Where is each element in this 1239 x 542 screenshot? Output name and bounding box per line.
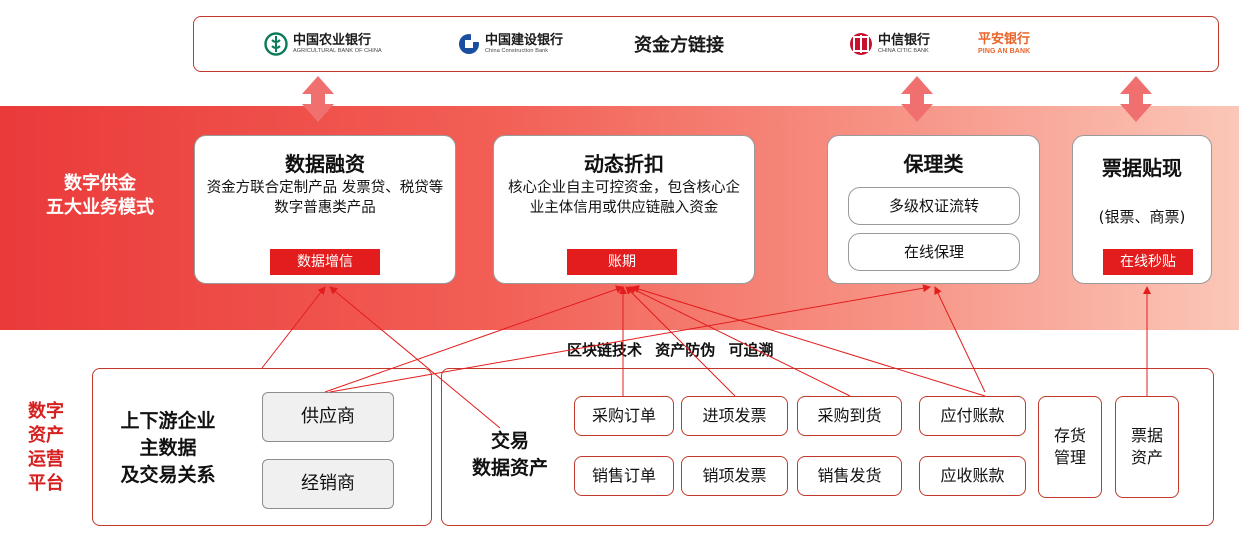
bank-name: 平安银行 [978, 32, 1031, 47]
bank-name: 中信银行 [878, 32, 931, 48]
mode-tag: 数据增信 [270, 249, 380, 275]
mode-description: 核心企业自主可控资金，包含核心企业主体信用或供应链融入资金 [508, 180, 740, 216]
mode-dynamic-discount: 动态折扣 核心企业自主可控资金，包含核心企业主体信用或供应链融入资金 账期 [493, 135, 755, 284]
trade-assets-title-line: 数据资产 [471, 457, 548, 479]
mode-title: 票据贴现 [1102, 156, 1182, 180]
tech-label: 区块链技术 资产防伪 可追溯 [567, 341, 774, 359]
trade-assets-title-line: 交易 [490, 430, 529, 452]
master-data-title: 上下游企业 主数据 及交易关系 [98, 408, 238, 489]
business-mode-title-line: 数字供金 [64, 173, 136, 194]
funder-title: 资金方链接 [634, 35, 724, 56]
partner-supplier: 供应商 [262, 392, 394, 442]
bank-abc: 中国农业银行 AGRICULTURAL BANK OF CHINA [264, 17, 382, 71]
mode-factoring: 保理类 多级权证流转 在线保理 [827, 135, 1040, 284]
mode-title: 数据融资 [285, 152, 365, 176]
platform-label-line: 数字 [28, 401, 64, 422]
platform-label: 数字 资产 运营 平台 [18, 400, 74, 496]
mode-title: 动态折扣 [584, 152, 664, 176]
asset-sales-order: 销售订单 [574, 456, 674, 496]
asset-bills-line: 票据 [1130, 426, 1163, 445]
factoring-item: 多级权证流转 [848, 187, 1020, 225]
asset-input-invoice: 进项发票 [681, 396, 788, 436]
citic-logo-icon [850, 33, 872, 55]
asset-inventory-line: 管理 [1053, 448, 1086, 467]
mode-bill-discount: 票据贴现 (银票、商票) 在线秒贴 [1072, 135, 1212, 284]
factoring-item: 在线保理 [848, 233, 1020, 271]
mode-tag: 账期 [567, 249, 677, 275]
business-mode-title-line: 五大业务模式 [46, 197, 154, 218]
asset-bills: 票据 资产 [1115, 396, 1179, 498]
asset-purchase-receipt: 采购到货 [797, 396, 902, 436]
platform-label-line: 运营 [28, 449, 64, 470]
funder-link-bar: 中国农业银行 AGRICULTURAL BANK OF CHINA 中国建设银行… [193, 16, 1219, 72]
asset-bills-line: 资产 [1130, 448, 1163, 467]
bank-citic: 中信银行 CHINA CITIC BANK [849, 17, 930, 71]
platform-label-line: 平台 [28, 473, 64, 494]
bank-pingan: 平安银行 PING AN BANK [978, 17, 1030, 71]
asset-inventory: 存货 管理 [1038, 396, 1102, 498]
mode-description: 资金方联合定制产品 发票贷、税贷等数字普惠类产品 [206, 180, 444, 216]
bank-name: 中国建设银行 [485, 32, 564, 48]
bank-ccb: 中国建设银行 China Construction Bank [458, 17, 563, 71]
business-mode-title: 数字供金 五大业务模式 [30, 172, 170, 220]
asset-payables: 应付账款 [919, 396, 1026, 436]
partner-distributor: 经销商 [262, 459, 394, 509]
asset-receivables: 应收账款 [919, 456, 1026, 496]
asset-purchase-order: 采购订单 [574, 396, 674, 436]
mode-description: (银票、商票) [1098, 208, 1186, 226]
ccb-logo-icon [459, 33, 480, 54]
bank-name-en: CHINA CITIC BANK [878, 47, 929, 54]
abc-logo-icon [264, 32, 288, 56]
asset-output-invoice: 销项发票 [681, 456, 788, 496]
master-data-title-line: 主数据 [139, 437, 197, 459]
master-data-title-line: 上下游企业 [120, 410, 216, 432]
trade-assets-title: 交易 数据资产 [450, 428, 570, 482]
bank-name: 中国农业银行 [293, 32, 372, 48]
asset-inventory-line: 存货 [1053, 426, 1086, 445]
mode-tag: 在线秒贴 [1103, 249, 1193, 275]
bank-name-en: AGRICULTURAL BANK OF CHINA [293, 47, 382, 54]
bank-name-en: China Construction Bank [485, 47, 549, 54]
mode-data-financing: 数据融资 资金方联合定制产品 发票贷、税贷等数字普惠类产品 数据增信 [194, 135, 456, 284]
master-data-title-line: 及交易关系 [120, 464, 216, 486]
mode-title: 保理类 [903, 152, 964, 176]
asset-sales-shipment: 销售发货 [797, 456, 902, 496]
platform-label-line: 资产 [28, 425, 64, 446]
bank-name-en: PING AN BANK [978, 48, 1031, 55]
